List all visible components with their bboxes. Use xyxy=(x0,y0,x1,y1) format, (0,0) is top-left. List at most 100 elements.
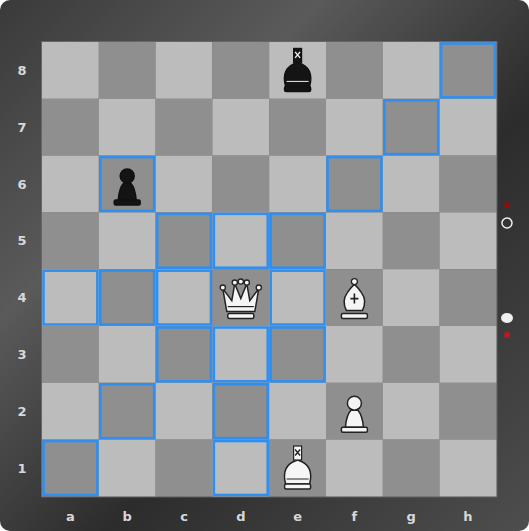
rank-number: 7 xyxy=(17,121,26,134)
indicator-dot xyxy=(504,202,510,208)
bishop-mitre xyxy=(344,285,365,311)
piece-base xyxy=(114,200,140,205)
light-square xyxy=(42,383,99,440)
dark-square xyxy=(212,156,269,213)
rank-number: 5 xyxy=(17,234,26,247)
bishop-cross xyxy=(350,294,358,304)
dark-square xyxy=(42,99,99,156)
move-highlight xyxy=(157,271,211,325)
light-square xyxy=(326,440,383,497)
light-square xyxy=(212,326,269,383)
dark-square xyxy=(99,383,156,440)
light-square xyxy=(383,269,440,326)
piece-base xyxy=(285,86,311,91)
king-crown xyxy=(294,446,302,460)
king-body xyxy=(284,62,310,86)
move-highlight xyxy=(100,157,154,211)
dark-square xyxy=(269,326,326,383)
light-square xyxy=(440,212,497,269)
light-square xyxy=(156,269,213,326)
black-king xyxy=(284,48,310,91)
king-band xyxy=(287,81,309,82)
queen-tip xyxy=(238,279,243,284)
king-cross xyxy=(295,450,300,456)
file-letter: d xyxy=(236,510,245,523)
dark-square xyxy=(212,269,269,326)
light-square xyxy=(156,42,213,99)
light-square xyxy=(383,383,440,440)
dark-square xyxy=(326,156,383,213)
dark-square xyxy=(440,156,497,213)
king-band xyxy=(287,479,309,480)
move-highlight xyxy=(214,214,268,268)
dark-square xyxy=(269,99,326,156)
light-square xyxy=(156,156,213,213)
dark-square xyxy=(99,42,156,99)
rank-number: 1 xyxy=(17,462,26,475)
move-highlight xyxy=(328,157,382,211)
dark-square xyxy=(269,440,326,497)
light-square xyxy=(42,156,99,213)
white-queen xyxy=(220,279,261,319)
dark-square xyxy=(440,383,497,440)
king-body xyxy=(284,460,310,484)
king-crown xyxy=(294,48,302,62)
white-bishop xyxy=(341,279,367,319)
light-square xyxy=(212,99,269,156)
move-highlight xyxy=(214,441,268,495)
light-square xyxy=(269,269,326,326)
light-square xyxy=(326,212,383,269)
move-highlight xyxy=(157,214,211,268)
dark-square xyxy=(156,326,213,383)
dark-square xyxy=(326,383,383,440)
queen-tip xyxy=(244,280,249,285)
rank-number: 8 xyxy=(17,64,26,77)
light-square xyxy=(383,156,440,213)
move-highlight xyxy=(100,271,154,325)
move-highlight xyxy=(384,100,438,154)
dark-square xyxy=(42,440,99,497)
dark-square xyxy=(440,269,497,326)
file-letter: g xyxy=(407,510,416,523)
dark-square xyxy=(156,440,213,497)
file-letter: e xyxy=(293,510,302,523)
light-square xyxy=(269,156,326,213)
queen-tip xyxy=(232,280,237,285)
light-square xyxy=(383,42,440,99)
piece-base xyxy=(341,314,367,319)
move-highlight xyxy=(157,328,211,382)
light-square xyxy=(99,326,156,383)
piece-base xyxy=(285,484,311,489)
turn-indicator xyxy=(501,313,513,323)
light-square xyxy=(326,326,383,383)
queen-tip xyxy=(220,285,225,290)
light-square xyxy=(99,212,156,269)
bishop-ball xyxy=(351,279,357,285)
queen-tip xyxy=(256,285,261,290)
rank-number: 6 xyxy=(17,178,26,191)
queen-band xyxy=(228,306,254,307)
turn-indicator xyxy=(502,218,512,228)
move-highlight xyxy=(100,384,154,438)
light-square xyxy=(440,326,497,383)
file-letter: b xyxy=(123,510,132,523)
pawn-body xyxy=(345,410,363,427)
black-pawn xyxy=(114,169,140,205)
king-cross xyxy=(295,52,300,58)
move-highlight xyxy=(44,271,98,325)
file-letter: c xyxy=(180,510,188,523)
dark-square xyxy=(383,440,440,497)
dark-square xyxy=(156,212,213,269)
dark-square xyxy=(383,212,440,269)
dark-square xyxy=(383,99,440,156)
dark-square xyxy=(156,99,213,156)
pawn-head xyxy=(347,396,361,410)
light-square xyxy=(212,440,269,497)
dark-square xyxy=(99,156,156,213)
rank-number: 3 xyxy=(17,348,26,361)
move-highlight xyxy=(214,328,268,382)
light-square xyxy=(269,383,326,440)
move-highlight xyxy=(214,384,268,438)
light-square xyxy=(440,99,497,156)
white-king xyxy=(284,446,310,489)
